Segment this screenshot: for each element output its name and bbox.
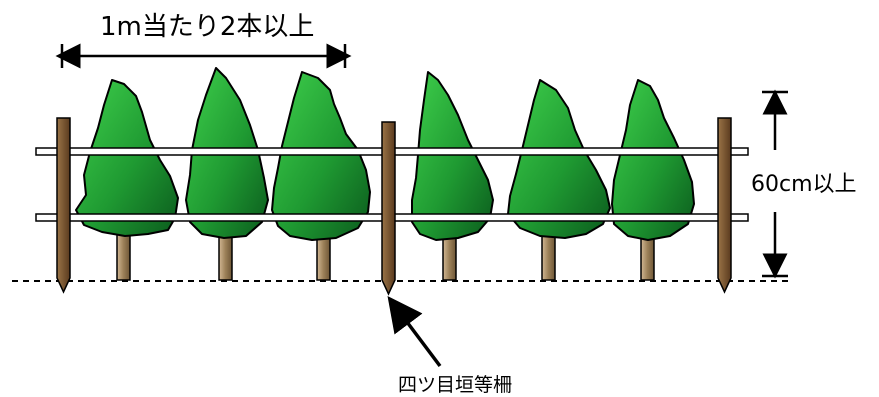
- height-label: 60cm以上: [751, 172, 857, 197]
- spacing-label: 1m当たり2本以上: [100, 12, 315, 42]
- height-dimension: [762, 89, 788, 279]
- tree-foliage: [411, 71, 494, 241]
- fence-post: [56, 117, 71, 294]
- tree-trunk: [218, 231, 233, 281]
- tree-trunk: [541, 231, 556, 281]
- spacing-dimension: [55, 43, 352, 69]
- tree-trunks: [116, 227, 655, 281]
- fence-label: 四ツ目垣等柵: [398, 374, 513, 396]
- fence-post: [381, 121, 396, 296]
- fence-post: [717, 117, 732, 294]
- tree-foliages: [75, 67, 695, 241]
- fence-posts: [56, 117, 732, 296]
- tree-foliage: [271, 71, 371, 241]
- fence-pointer-arrow: [387, 296, 442, 368]
- tree-foliage: [75, 79, 179, 237]
